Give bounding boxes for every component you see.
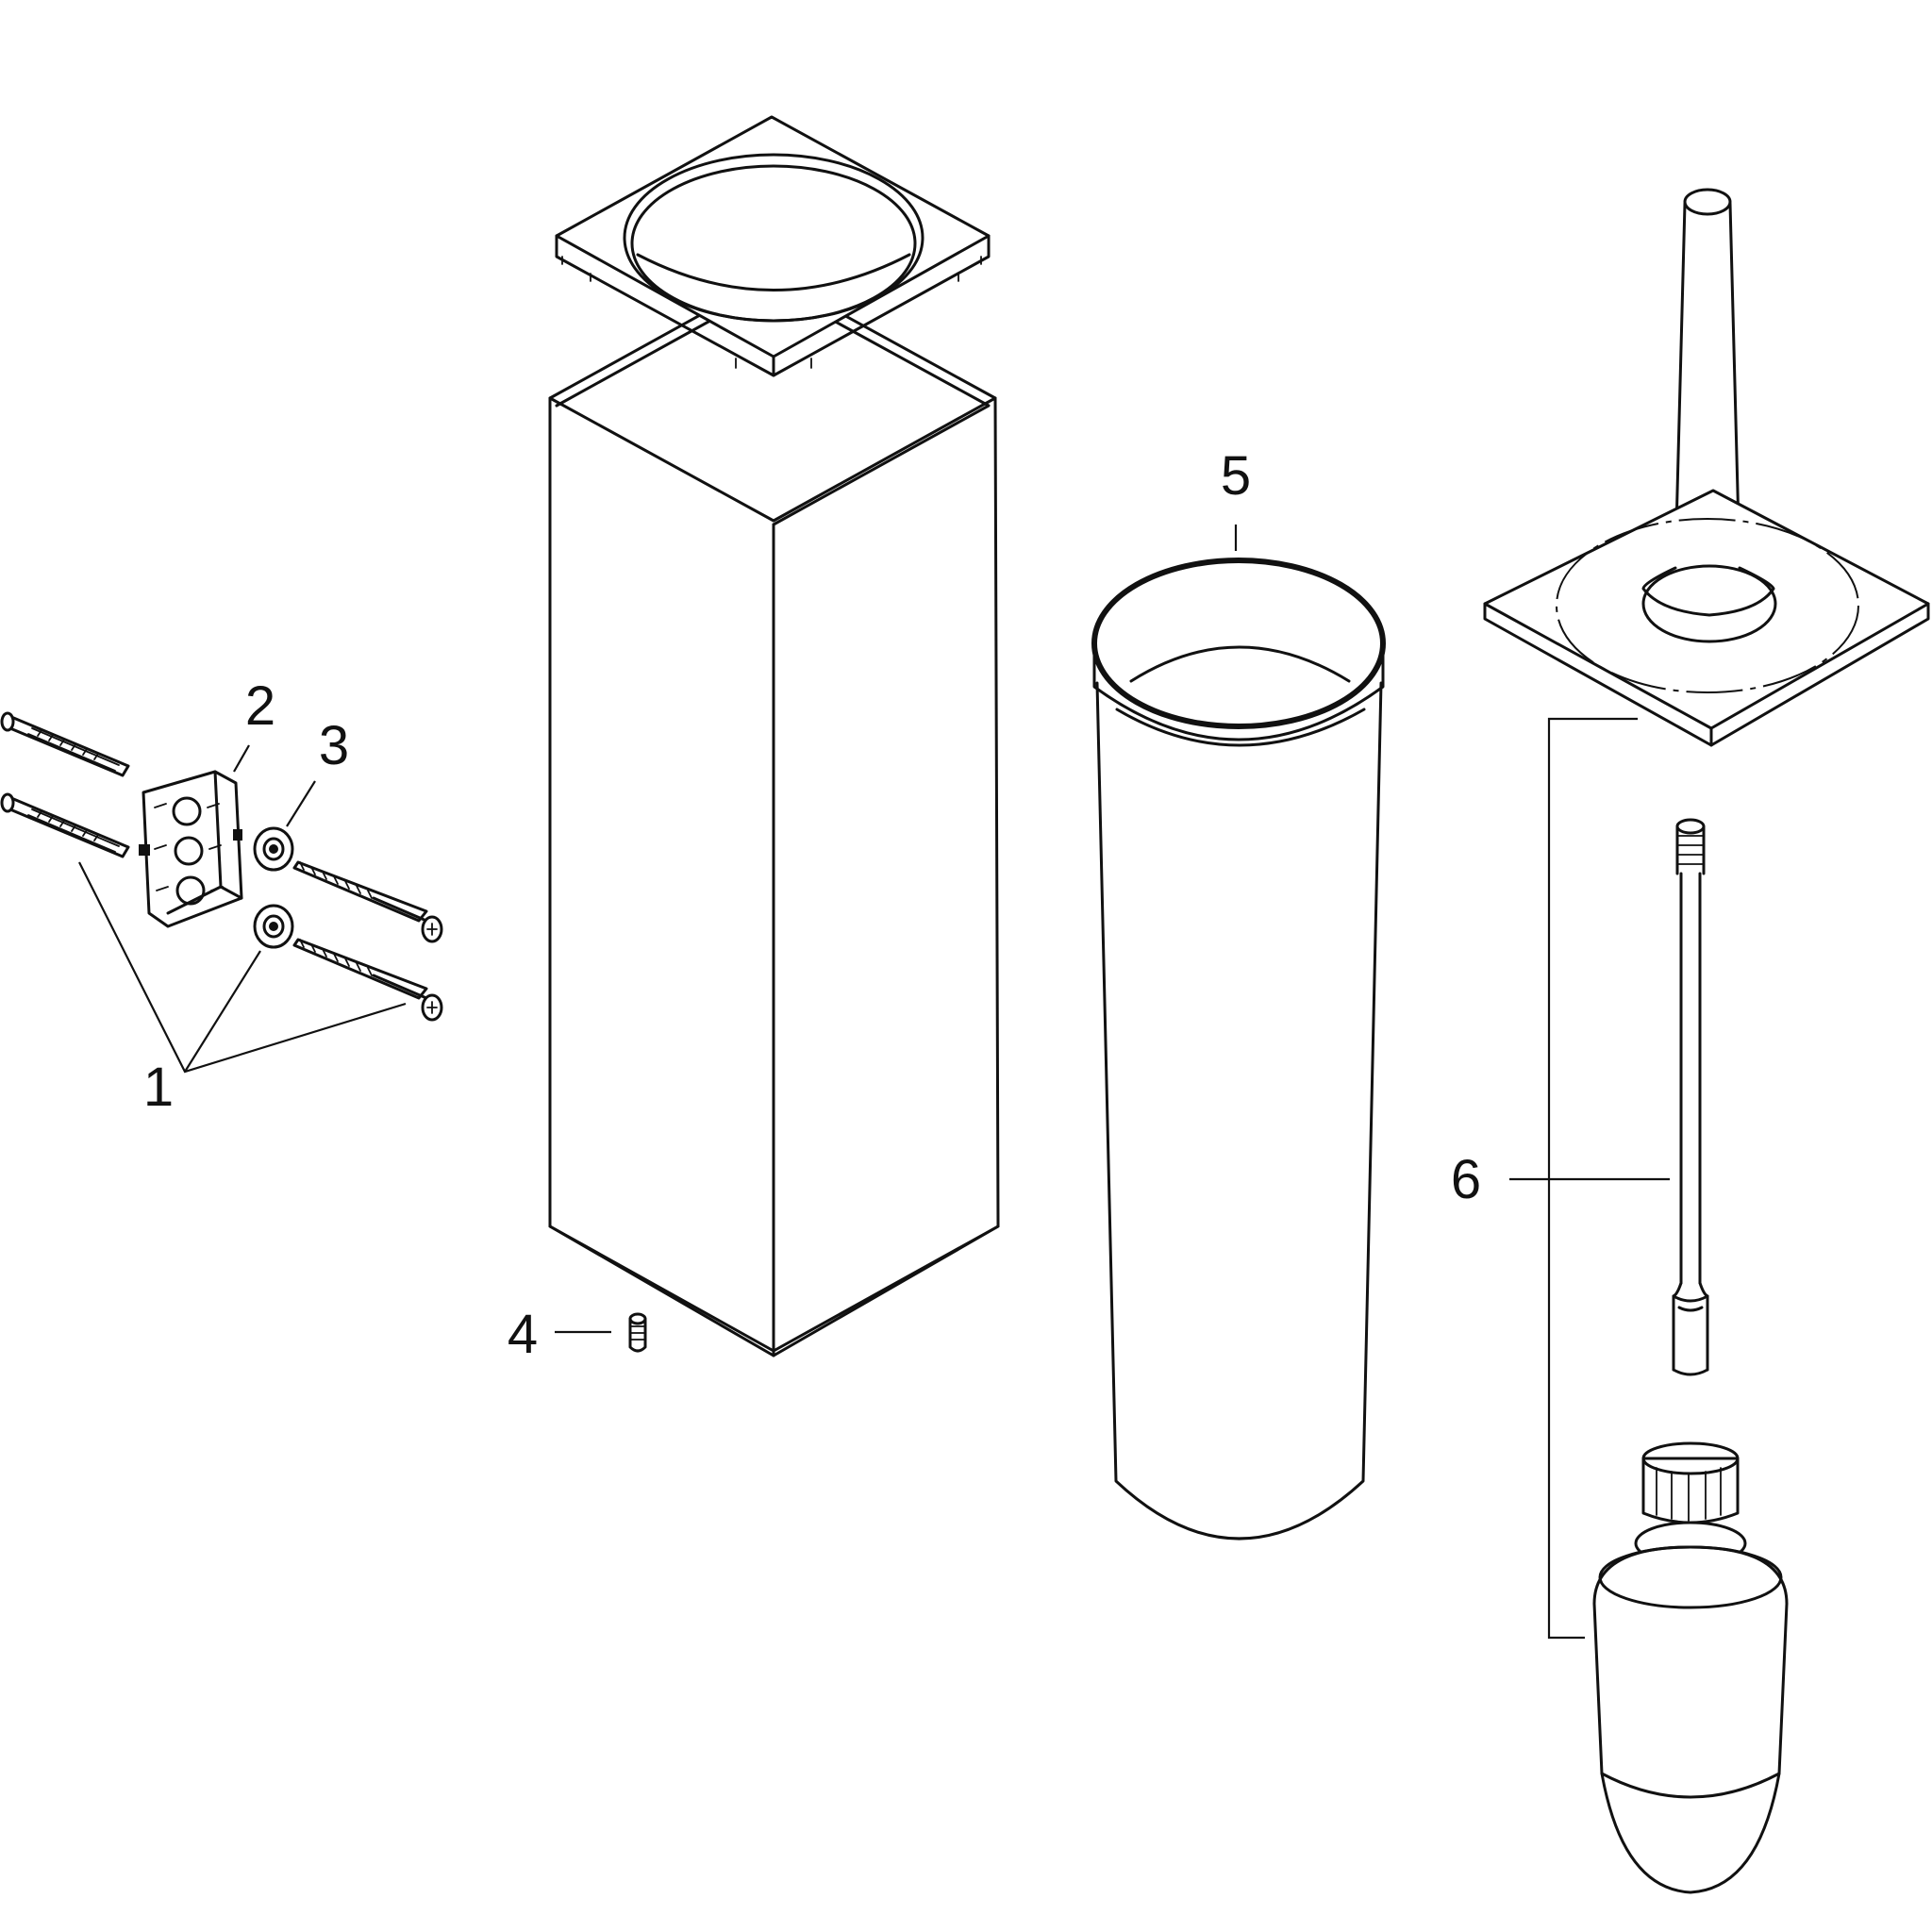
label-part-3: 3 bbox=[319, 715, 349, 776]
brush-head bbox=[1592, 1441, 1789, 1894]
wall-mounting-hardware bbox=[0, 711, 443, 1022]
toilet-brush-assembly bbox=[1483, 188, 1930, 1894]
label-part-5: 5 bbox=[1221, 445, 1251, 507]
label-part-4: 4 bbox=[508, 1304, 538, 1365]
washer-bottom bbox=[253, 904, 294, 949]
label-part-2: 2 bbox=[245, 675, 275, 737]
holder-column bbox=[548, 274, 1000, 1357]
washer-top bbox=[253, 826, 294, 872]
screw-top bbox=[292, 860, 443, 943]
wall-plug-top bbox=[0, 711, 130, 777]
label-part-1: 1 bbox=[143, 1057, 174, 1118]
wall-plug-bottom bbox=[0, 792, 130, 858]
mounting-bracket bbox=[139, 770, 243, 928]
holder-top-collar bbox=[555, 115, 991, 377]
screw-bottom bbox=[292, 938, 443, 1022]
part-labels: 1 2 3 4 5 6 bbox=[143, 445, 1481, 1365]
brush-rod bbox=[1672, 818, 1709, 1376]
leader-lines bbox=[78, 525, 1670, 1640]
glass-insert bbox=[1091, 558, 1386, 1541]
grub-screw bbox=[628, 1312, 647, 1353]
label-part-6: 6 bbox=[1451, 1149, 1481, 1210]
